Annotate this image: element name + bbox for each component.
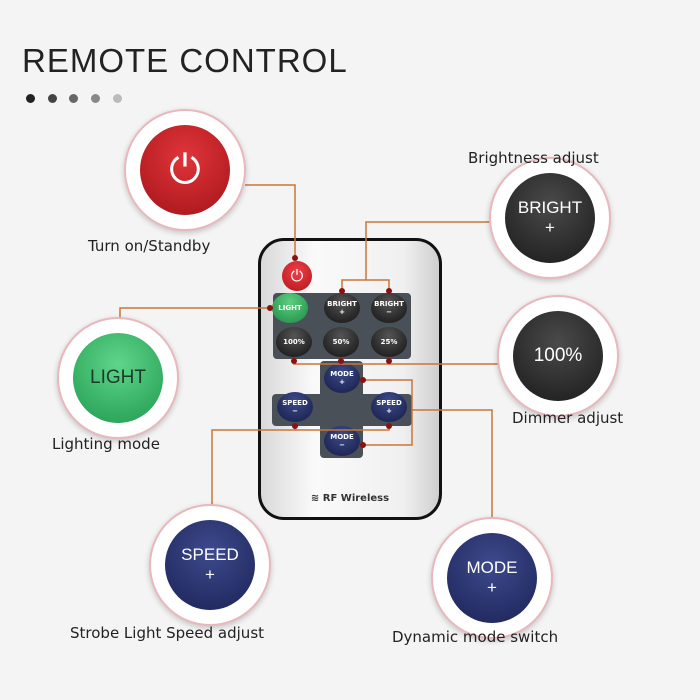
- dot-speed-plus: [386, 423, 392, 429]
- btn-label: SPEED: [376, 399, 402, 407]
- dimmer-text: 100%: [533, 345, 583, 366]
- speed-label: Strobe Light Speed adjust: [70, 624, 265, 642]
- carousel-dot[interactable]: [69, 94, 78, 103]
- brand-label: ≋ RF Wireless: [261, 493, 439, 504]
- btn-sign: −: [386, 308, 392, 316]
- wifi-icon: ≋: [310, 493, 323, 504]
- dot-bright-minus: [386, 288, 392, 294]
- btn-sign: +: [386, 407, 392, 415]
- btn-sign: −: [339, 441, 345, 449]
- bright-label: Brightness adjust: [468, 149, 599, 167]
- btn-label: SPEED: [282, 399, 308, 407]
- line-mode: [363, 379, 493, 520]
- power-button[interactable]: ⏻: [282, 261, 312, 291]
- btn-sign: +: [339, 308, 345, 316]
- dimmer-label: Dimmer adjust: [512, 409, 624, 427]
- carousel-dot[interactable]: [26, 94, 35, 103]
- mode-plus-button[interactable]: MODE+: [324, 363, 360, 393]
- btn-label: MODE: [330, 370, 354, 378]
- dot-25: [386, 358, 392, 364]
- line-dimmer: [293, 361, 498, 365]
- brand-text: RF Wireless: [322, 493, 390, 504]
- power-icon: ⏻: [140, 125, 230, 215]
- line-power: [245, 184, 296, 258]
- line-speed: [211, 426, 390, 505]
- line-bright: [341, 221, 490, 291]
- bright-minus-button[interactable]: BRIGHT−: [371, 293, 407, 323]
- carousel-dot[interactable]: [91, 94, 100, 103]
- dot-100: [291, 358, 297, 364]
- mode-minus-button[interactable]: MODE−: [324, 426, 360, 456]
- dimmer-callout: 100%: [497, 295, 619, 417]
- btn-label: MODE: [330, 433, 354, 441]
- carousel-dot[interactable]: [113, 94, 122, 103]
- dot-mode-minus: [360, 442, 366, 448]
- power-icon: ⏻: [290, 266, 304, 285]
- bright-plus-button[interactable]: BRIGHT+: [324, 293, 360, 323]
- light-label: Lighting mode: [52, 435, 160, 453]
- dim-50-button[interactable]: 50%: [323, 327, 359, 357]
- mode-label: Dynamic mode switch: [392, 628, 559, 646]
- mode-text: MODE: [466, 558, 518, 577]
- bright-sign: +: [545, 218, 555, 237]
- light-text: LIGHT: [90, 367, 146, 388]
- dim-25-button[interactable]: 25%: [371, 327, 407, 357]
- speed-minus-button[interactable]: SPEED−: [277, 392, 313, 422]
- dot-light: [267, 305, 273, 311]
- page-title: REMOTE CONTROL: [22, 42, 348, 79]
- speed-sign: +: [205, 565, 215, 584]
- btn-sign: +: [339, 378, 345, 386]
- dim-100-button[interactable]: 100%: [276, 327, 312, 357]
- remote-control: ⏻ LIGHT BRIGHT+ BRIGHT− 100% 50% 25% MOD…: [258, 238, 442, 520]
- dot-50: [338, 358, 344, 364]
- bright-callout: BRIGHT+: [489, 157, 611, 279]
- light-callout: LIGHT: [57, 317, 179, 439]
- mode-sign: +: [487, 578, 497, 597]
- btn-sign: −: [292, 407, 298, 415]
- speed-text: SPEED: [181, 545, 239, 564]
- btn-label: BRIGHT: [374, 300, 404, 308]
- bright-text: BRIGHT: [517, 198, 583, 217]
- speed-callout: SPEED+: [149, 504, 271, 626]
- mode-callout: MODE+: [431, 517, 553, 639]
- dot-mode-plus: [360, 377, 366, 383]
- carousel-dot[interactable]: [48, 94, 57, 103]
- power-callout: ⏻: [124, 109, 246, 231]
- power-label: Turn on/Standby: [88, 237, 211, 255]
- dot-power: [292, 255, 298, 261]
- light-button[interactable]: LIGHT: [272, 293, 308, 323]
- btn-label: BRIGHT: [327, 300, 357, 308]
- speed-plus-button[interactable]: SPEED+: [371, 392, 407, 422]
- dot-bright-plus: [339, 288, 345, 294]
- dot-speed-minus: [292, 423, 298, 429]
